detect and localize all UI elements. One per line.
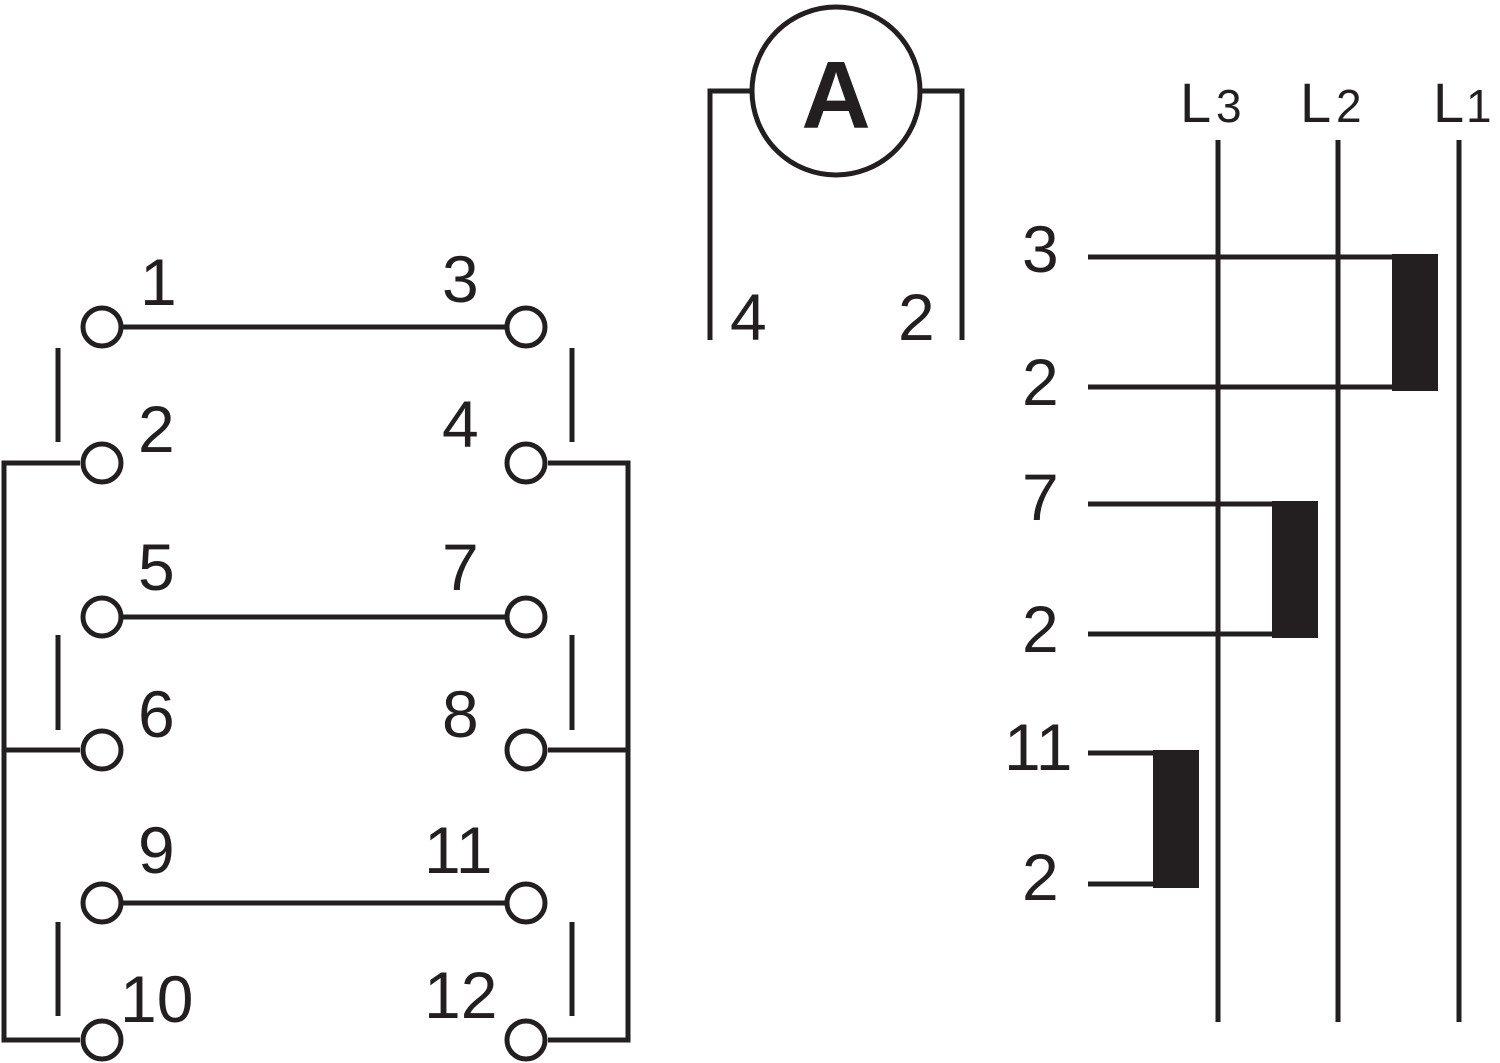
label-terminal-4: 4 bbox=[442, 387, 479, 461]
terminal-11 bbox=[504, 881, 548, 925]
terminal-10 bbox=[80, 1018, 124, 1062]
ammeter-symbol: A bbox=[801, 42, 870, 149]
label-terminal-8: 8 bbox=[442, 677, 479, 751]
label-terminal-11: 11 bbox=[424, 813, 493, 887]
svg-text:3: 3 bbox=[1216, 80, 1242, 132]
terminal-5 bbox=[80, 595, 124, 639]
label-terminal-9: 9 bbox=[138, 813, 175, 887]
terminal-8 bbox=[504, 728, 548, 772]
position-3-top-label: 11 bbox=[1004, 710, 1073, 784]
label-terminal-5: 5 bbox=[138, 530, 175, 604]
position-1-top-label: 3 bbox=[1022, 212, 1059, 286]
position-1-bottom-label: 2 bbox=[1022, 345, 1059, 419]
position-2-contact bbox=[1272, 501, 1318, 638]
svg-text:L: L bbox=[1180, 71, 1211, 134]
label-terminal-1: 1 bbox=[140, 245, 177, 319]
phase-label-l2: L 2 bbox=[1300, 71, 1362, 134]
terminal-6 bbox=[80, 728, 124, 772]
label-terminal-10: 10 bbox=[120, 962, 193, 1036]
position-2-bottom-label: 2 bbox=[1022, 592, 1059, 666]
position-1-contact bbox=[1392, 254, 1438, 391]
terminal-9 bbox=[80, 881, 124, 925]
label-terminal-3: 3 bbox=[442, 242, 479, 316]
ammeter: A 4 2 bbox=[707, 4, 965, 354]
terminal-4 bbox=[504, 441, 548, 485]
terminal-2 bbox=[80, 441, 124, 485]
position-3-bottom-label: 2 bbox=[1022, 840, 1059, 914]
phase-selector-diagram: L 3 L 2 L 1 3 2 7 2 11 2 bbox=[1004, 71, 1492, 1022]
label-terminal-12: 12 bbox=[424, 958, 497, 1032]
svg-text:2: 2 bbox=[1336, 80, 1362, 132]
label-terminal-2: 2 bbox=[138, 392, 175, 466]
label-terminal-6: 6 bbox=[138, 677, 175, 751]
contact-block: 1 2 5 6 9 10 3 4 7 8 11 12 bbox=[1, 242, 631, 1062]
svg-text:L: L bbox=[1300, 71, 1331, 134]
position-2-top-label: 7 bbox=[1022, 460, 1059, 534]
terminal-1 bbox=[80, 305, 124, 349]
ammeter-lead-right bbox=[920, 88, 965, 340]
ammeter-terminal-left-label: 4 bbox=[730, 280, 767, 354]
position-3-contact bbox=[1153, 750, 1199, 888]
ammeter-terminal-right-label: 2 bbox=[898, 280, 935, 354]
terminal-12 bbox=[504, 1018, 548, 1062]
phase-label-l3: L 3 bbox=[1180, 71, 1242, 134]
phase-label-l1: L 1 bbox=[1433, 71, 1492, 134]
terminal-3 bbox=[504, 305, 548, 349]
svg-text:1: 1 bbox=[1466, 80, 1492, 132]
label-terminal-7: 7 bbox=[442, 530, 479, 604]
svg-text:L: L bbox=[1433, 71, 1464, 134]
terminal-7 bbox=[504, 595, 548, 639]
ammeter-lead-left bbox=[707, 88, 752, 340]
